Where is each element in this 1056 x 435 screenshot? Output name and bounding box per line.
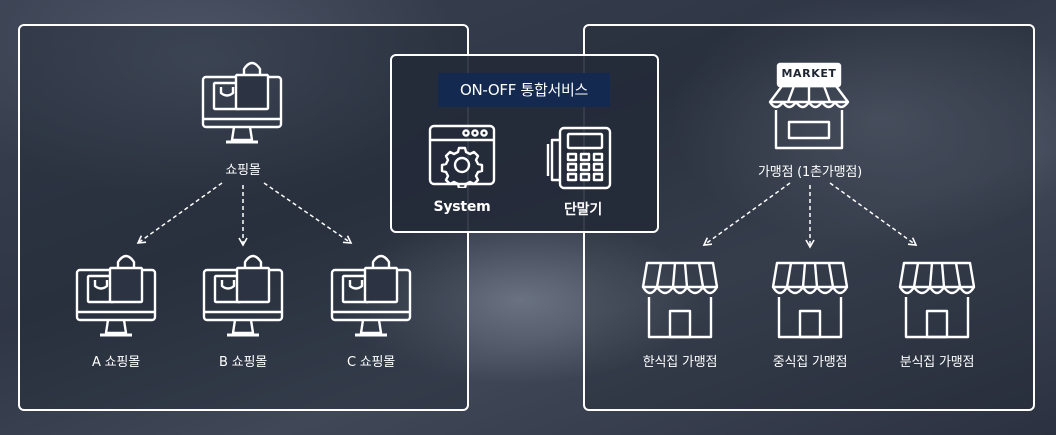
- shopping-monitor-icon: [202, 254, 284, 337]
- shopping-monitor-icon: [330, 254, 412, 337]
- terminal-label: 단말기: [563, 202, 603, 218]
- market-sign-text: MARKET: [781, 67, 837, 80]
- korean-store-label: 한식집 가맹점: [642, 355, 718, 370]
- arrow-to-snack-store: [829, 182, 918, 246]
- arrow-to-a-mall: [136, 182, 223, 244]
- shopping-monitor-icon: [201, 61, 283, 144]
- arrow-to-korean-store: [702, 182, 791, 246]
- service-title: ON-OFF 통합서비스: [438, 73, 610, 107]
- shopping-monitor-icon: [75, 254, 157, 337]
- store-icon: [898, 261, 976, 339]
- shopping-mall-label: 쇼핑몰: [225, 163, 261, 178]
- arrow-to-c-mall: [263, 182, 353, 244]
- snack-store-label: 분식집 가맹점: [899, 355, 975, 370]
- a-mall-label: A 쇼핑몰: [92, 355, 140, 370]
- b-mall-label: B 쇼핑몰: [219, 355, 267, 370]
- system-gear-window-icon: [428, 124, 496, 188]
- franchise-root-label: 가맹점 (1촌가맹점): [757, 165, 863, 180]
- store-icon: [771, 261, 849, 339]
- store-icon: [641, 261, 719, 339]
- chinese-store-label: 중식집 가맹점: [772, 355, 848, 370]
- system-label: System: [433, 199, 491, 215]
- payment-terminal-icon: [546, 126, 612, 190]
- market-store-icon: [768, 62, 850, 150]
- c-mall-label: C 쇼핑몰: [346, 355, 396, 370]
